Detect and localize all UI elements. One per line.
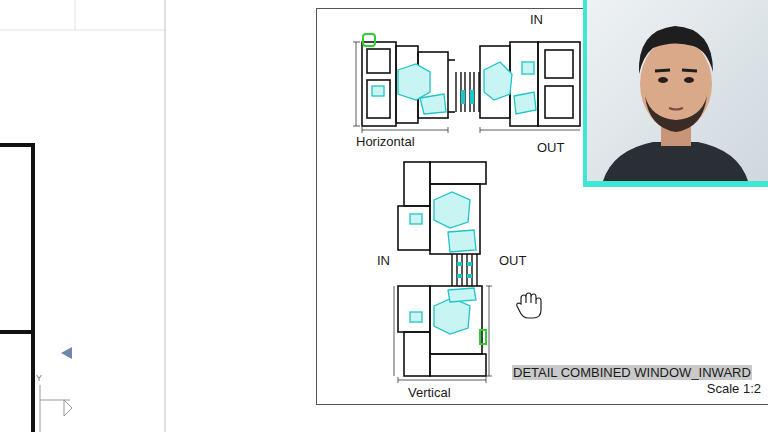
- section-title: Horizontal: [356, 134, 415, 149]
- side-label: OUT: [499, 253, 526, 268]
- scale-note: Scale 1:2: [707, 381, 761, 396]
- drawing-frame: [317, 9, 768, 405]
- side-label: IN: [530, 12, 543, 27]
- hand-cursor: [517, 293, 541, 318]
- drawing-caption: DETAIL COMBINED WINDOW_INWARD: [512, 365, 752, 380]
- horizontal-section: [353, 34, 580, 133]
- floor-plan: [0, 0, 165, 432]
- vertical-section: [394, 162, 492, 383]
- axis-label: Y: [36, 373, 42, 384]
- section-title: Vertical: [408, 385, 451, 400]
- side-label: IN: [377, 253, 390, 268]
- side-label: OUT: [537, 140, 564, 155]
- webcam-overlay: [583, 0, 768, 187]
